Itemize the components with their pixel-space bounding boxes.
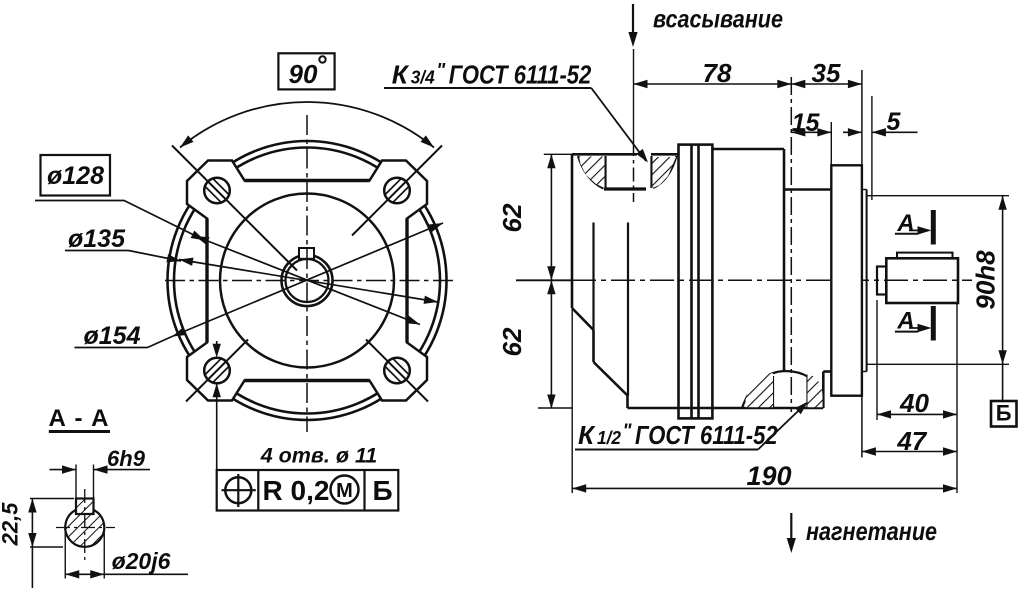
svg-text:15: 15: [792, 109, 821, 137]
svg-text:R 0,2: R 0,2: [263, 475, 330, 506]
svg-text:6h9: 6h9: [107, 446, 146, 471]
svg-text:78: 78: [703, 58, 732, 88]
svg-text:А - А: А - А: [49, 405, 110, 432]
svg-text:ø128: ø128: [47, 162, 104, 190]
svg-text:всасывание: всасывание: [653, 6, 783, 34]
svg-text:К: К: [392, 60, 410, 90]
svg-text:К: К: [578, 420, 596, 450]
svg-text:ГОСТ 6111-52: ГОСТ 6111-52: [449, 60, 592, 90]
svg-text:M: M: [336, 480, 353, 502]
svg-text:ø154: ø154: [84, 322, 141, 350]
svg-text:40: 40: [899, 388, 929, 418]
svg-text:ГОСТ 6111-52: ГОСТ 6111-52: [635, 420, 778, 450]
svg-text:5: 5: [887, 108, 902, 136]
svg-text:А: А: [896, 308, 914, 335]
svg-text:А: А: [896, 210, 914, 237]
svg-text:90h8: 90h8: [971, 250, 1001, 310]
svg-text:": ": [623, 421, 633, 442]
svg-text:62: 62: [497, 203, 527, 232]
svg-text:22,5: 22,5: [0, 502, 23, 547]
svg-text:3/4: 3/4: [411, 68, 435, 88]
svg-text:90: 90: [289, 59, 318, 89]
svg-text:62: 62: [497, 327, 527, 356]
svg-text:ø135: ø135: [68, 225, 126, 253]
svg-text:190: 190: [746, 461, 791, 491]
svg-text:ø20j6: ø20j6: [112, 548, 171, 574]
svg-text:47: 47: [896, 426, 927, 456]
svg-text:": ": [436, 61, 446, 82]
svg-text:нагнетание: нагнетание: [806, 516, 937, 546]
svg-text:Б: Б: [372, 475, 392, 506]
svg-text:35: 35: [812, 58, 841, 88]
svg-text:4 отв. ø 11: 4 отв. ø 11: [260, 444, 378, 468]
svg-text:1/2: 1/2: [597, 428, 621, 448]
svg-text:Б: Б: [996, 401, 1012, 426]
